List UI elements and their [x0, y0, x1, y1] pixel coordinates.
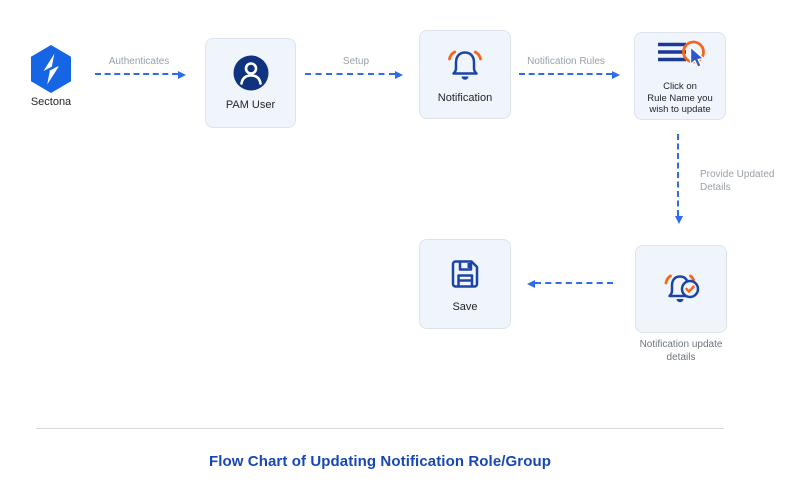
- node-pam-user: PAM User: [205, 38, 296, 128]
- arrow-setup: [305, 71, 403, 79]
- node-label-click-rule: Click on Rule Name you wish to update: [647, 81, 712, 116]
- menu-cursor-icon: [658, 40, 705, 69]
- arrow-authenticates: [95, 71, 186, 79]
- click-rule-line3: wish to update: [649, 104, 711, 116]
- provide-updated-line2: Details: [700, 181, 731, 193]
- edge-label-provide-updated: Provide Updated Details: [700, 169, 786, 194]
- bell-check-icon: [664, 274, 700, 303]
- node-click-rule: Click on Rule Name you wish to update: [634, 32, 726, 120]
- node-label-pam-user: PAM User: [225, 99, 276, 111]
- bell-icon: [448, 50, 482, 80]
- edge-label-notification-rules: Notification Rules: [527, 56, 605, 67]
- arrow-notification-rules: [519, 71, 620, 79]
- footer-divider: [36, 428, 724, 429]
- floppy-disk-icon: [451, 260, 479, 288]
- click-rule-line1: Click on: [663, 81, 697, 93]
- provide-updated-line1: Provide Updated: [700, 169, 775, 180]
- click-rule-line2: Rule Name you: [647, 92, 713, 104]
- notification-update-line2: details: [666, 351, 696, 363]
- node-notification: Notification: [419, 30, 511, 119]
- arrow-to-save: [527, 280, 613, 288]
- node-label-notification: Notification: [437, 91, 493, 104]
- node-save: Save: [419, 239, 511, 329]
- node-notification-update: [635, 245, 727, 333]
- arrow-provide-updated: [675, 134, 683, 224]
- node-label-notification-update: Notification update details: [609, 339, 753, 364]
- edge-label-setup: Setup: [342, 56, 370, 67]
- page-title: Flow Chart of Updating Notification Role…: [208, 453, 552, 470]
- notification-update-line1: Notification update: [639, 339, 723, 350]
- sectona-hexagon-bolt-icon: [31, 45, 71, 93]
- node-label-save: Save: [452, 301, 478, 313]
- logo-label: Sectona: [30, 96, 72, 108]
- user-icon: [233, 55, 268, 91]
- edge-label-authenticates: Authenticates: [108, 56, 170, 67]
